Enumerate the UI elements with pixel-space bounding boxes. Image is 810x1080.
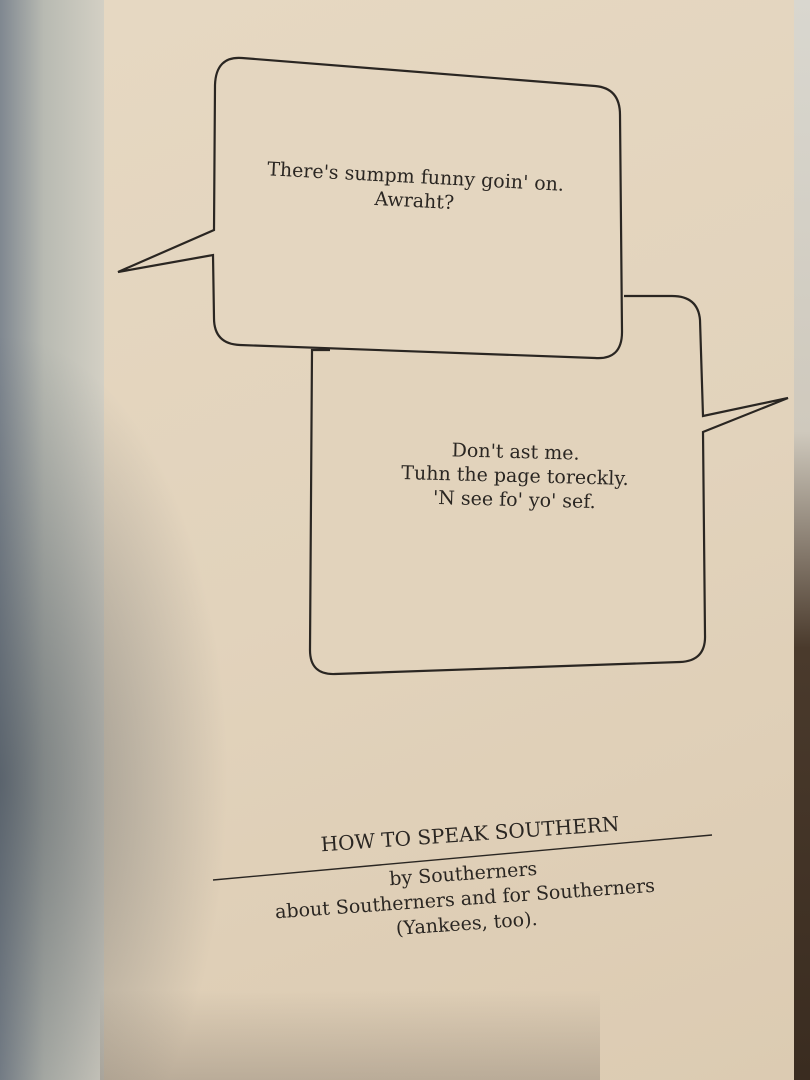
speech-bubble-2	[308, 294, 789, 676]
speech-bubble-1	[117, 56, 624, 360]
shadow	[100, 990, 600, 1080]
shadow	[0, 330, 230, 1080]
title-rule	[212, 834, 713, 881]
page-edge	[794, 0, 810, 1080]
bubble-2-text: Don't ast me. Tuhn the page toreckly. 'N…	[379, 436, 651, 515]
